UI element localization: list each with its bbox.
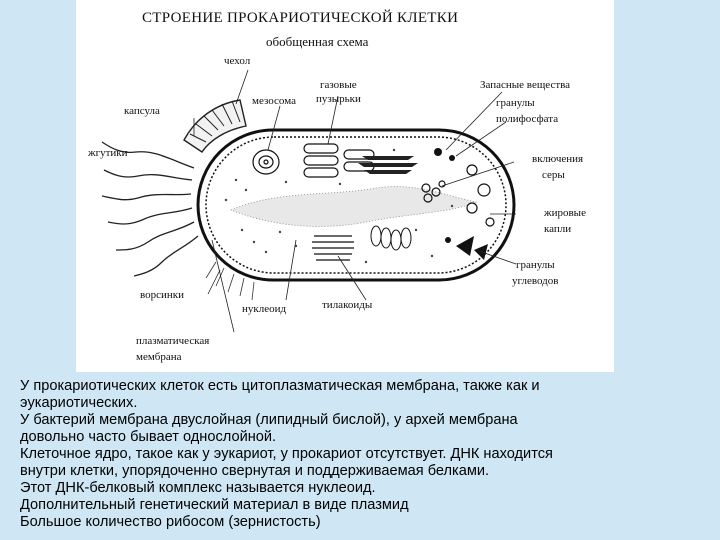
label-membrane-1: плазматическая bbox=[136, 335, 210, 347]
notes-text: У прокариотических клеток есть цитоплазм… bbox=[20, 378, 710, 531]
thylakoids bbox=[312, 235, 354, 261]
capsule bbox=[183, 99, 247, 153]
gas-vesicles bbox=[303, 143, 375, 178]
nucleoid-region bbox=[229, 186, 478, 227]
cell-drawing bbox=[101, 69, 517, 333]
note-line: Клеточное ядро, такое как у эукариот, у … bbox=[20, 446, 553, 462]
carbohydrate-granules bbox=[445, 236, 488, 260]
leader-lines bbox=[161, 69, 517, 333]
label-membrane-2: мембрана bbox=[136, 351, 182, 363]
figure-title: СТРОЕНИЕ ПРОКАРИОТИЧЕСКОЙ КЛЕТКИ bbox=[142, 10, 459, 26]
figure-subtitle: обобщенная схема bbox=[266, 34, 369, 49]
label-reserve-substances: Запасные вещества bbox=[480, 79, 571, 91]
label-capsule: капсула bbox=[124, 105, 160, 117]
note-line: эукариотических. bbox=[20, 395, 138, 411]
note-line: У прокариотических клеток есть цитоплазм… bbox=[20, 378, 540, 394]
label-fat-1: жировые bbox=[544, 207, 586, 219]
cell-diagram: СТРОЕНИЕ ПРОКАРИОТИЧЕСКОЙ КЛЕТКИ обобщен… bbox=[76, 0, 614, 372]
mesosome bbox=[252, 149, 280, 175]
note-line: внутри клетки, упорядоченно свернутая и … bbox=[20, 463, 490, 479]
vesicle-cluster bbox=[370, 225, 412, 251]
flagella bbox=[101, 141, 199, 277]
label-pili: ворсинки bbox=[140, 289, 185, 301]
label-fat-2: капли bbox=[544, 223, 572, 235]
label-thylakoids: тилакоиды bbox=[322, 299, 373, 311]
label-nucleoid: нуклеоид bbox=[242, 303, 287, 315]
label-gas-vesicles-2: пузырьки bbox=[316, 93, 361, 105]
note-line: Дополнительный генетический материал в в… bbox=[20, 497, 409, 513]
lamellar-body bbox=[358, 156, 418, 174]
label-sulfur-1: включения bbox=[532, 153, 584, 165]
note-line: довольно часто бывает однослойной. bbox=[20, 429, 277, 445]
polyphosphate-granules bbox=[434, 148, 455, 161]
label-sulfur-2: серы bbox=[542, 169, 565, 181]
label-mesosome: мезосома bbox=[252, 95, 296, 107]
fat-droplets bbox=[466, 164, 495, 227]
label-gas-vesicles-1: газовые bbox=[320, 79, 357, 91]
cell-wall bbox=[196, 128, 516, 282]
label-sheath: чехол bbox=[224, 55, 251, 67]
note-line: Этот ДНК-белковый комплекс называется ну… bbox=[20, 480, 376, 496]
label-carbohydrate-2: углеводов bbox=[512, 275, 559, 287]
label-polyphosphate-2: полифосфата bbox=[496, 113, 559, 125]
label-flagella: жгутики bbox=[88, 147, 128, 159]
label-carbohydrate-1: гранулы bbox=[516, 259, 555, 271]
note-line: У бактерий мембрана двуслойная (липидный… bbox=[20, 412, 518, 428]
label-polyphosphate-1: гранулы bbox=[496, 97, 535, 109]
note-line: Большое количество рибосом (зернистость) bbox=[20, 514, 321, 530]
pili bbox=[205, 261, 255, 301]
sulfur-inclusions bbox=[421, 180, 446, 203]
ribosomes bbox=[224, 148, 454, 264]
